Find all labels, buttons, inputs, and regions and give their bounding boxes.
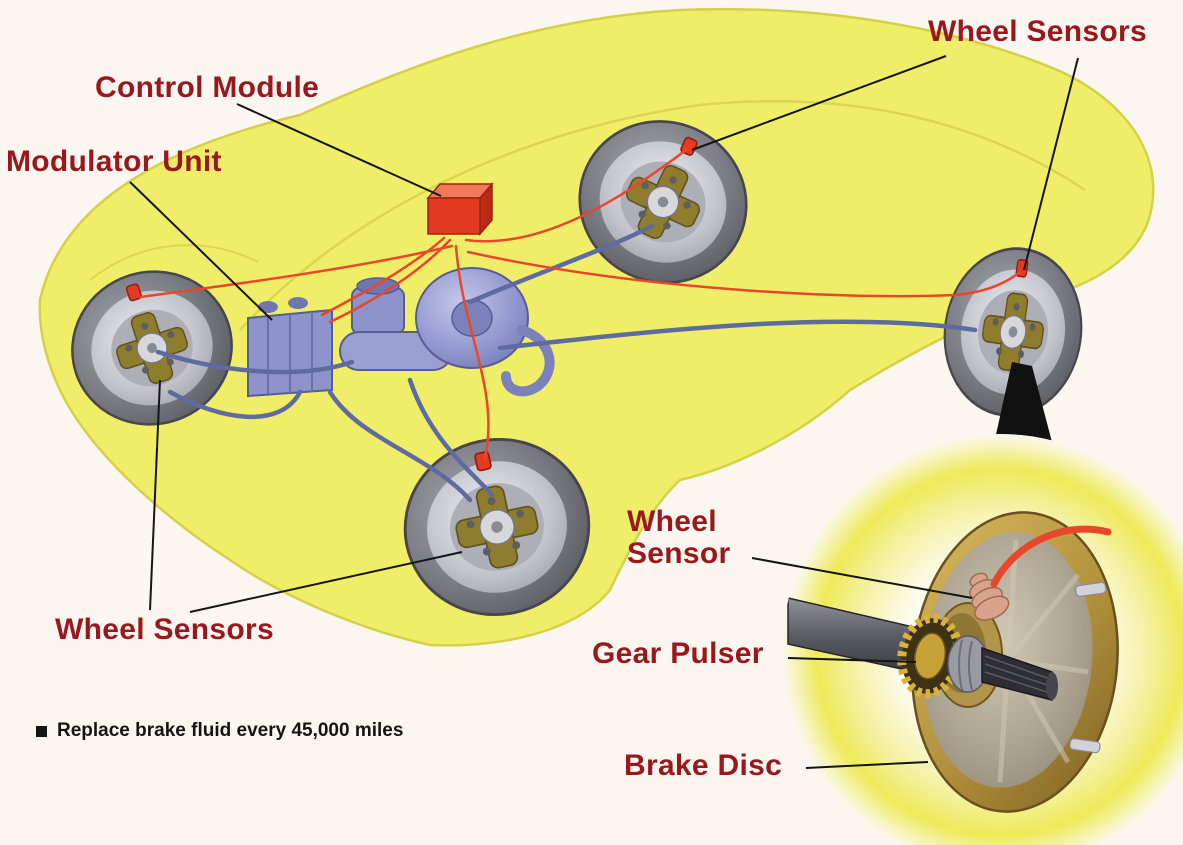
label-wheel-sensors-top: Wheel Sensors — [928, 15, 1147, 48]
label-inset-gear-pulser: Gear Pulser — [592, 637, 764, 670]
wire-harness — [138, 148, 1022, 460]
sensor-wire — [990, 525, 1112, 588]
label-wheel-sensors-bottom: Wheel Sensors — [55, 613, 274, 646]
maintenance-note-text: Replace brake fluid every 45,000 miles — [57, 720, 404, 741]
maintenance-note: Replace brake fluid every 45,000 miles — [36, 720, 403, 742]
leader-lines — [129, 55, 1079, 769]
brake-lines — [155, 223, 978, 503]
bullet-square-icon — [36, 725, 47, 737]
wheel-studs — [1069, 581, 1107, 754]
hub-cv-joint — [947, 635, 989, 693]
label-inset-wheel-sensor: Wheel Sensor — [627, 505, 731, 571]
splined-axle — [981, 646, 1058, 701]
label-inset-brake-disc: Brake Disc — [624, 749, 783, 782]
label-control-module: Control Module — [95, 71, 320, 104]
control-module-box — [426, 181, 494, 237]
inset-circle — [782, 434, 1183, 845]
label-modulator-unit: Modulator Unit — [6, 145, 222, 178]
